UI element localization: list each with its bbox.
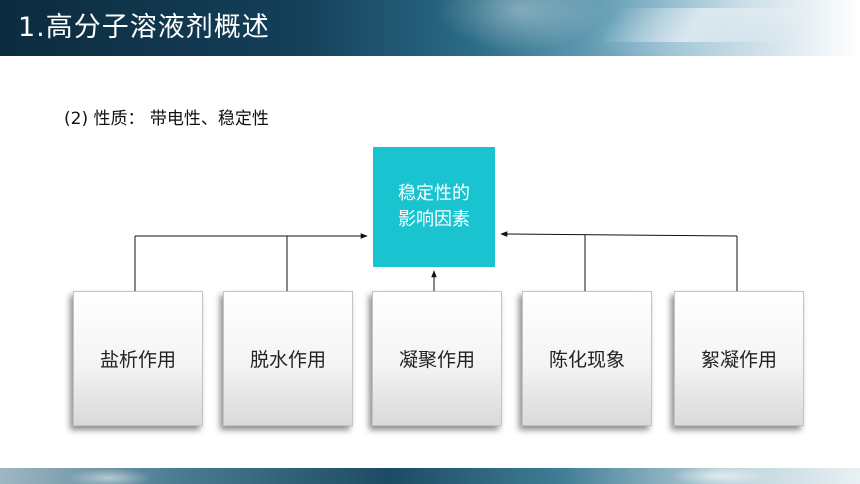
factor-coagulation: 凝聚作用 xyxy=(372,291,502,426)
stability-factors-box: 稳定性的 影响因素 xyxy=(373,147,495,267)
factor-dehydration: 脱水作用 xyxy=(223,291,353,426)
center-box-line1: 稳定性的 xyxy=(398,183,470,204)
factor-label: 脱水作用 xyxy=(249,349,326,371)
connector-right-top xyxy=(500,231,738,237)
factor-label: 陈化现象 xyxy=(548,349,625,371)
footer-strip xyxy=(0,468,860,484)
center-box-line2: 影响因素 xyxy=(398,209,470,230)
factor-salting-out: 盐析作用 xyxy=(73,291,203,426)
properties-subtitle: (2) 性质： 带电性、稳定性 xyxy=(64,109,269,129)
factor-flocculation: 絮凝作用 xyxy=(674,291,804,426)
factor-label: 凝聚作用 xyxy=(398,349,475,371)
factor-aging: 陈化现象 xyxy=(522,291,652,426)
factor-label: 絮凝作用 xyxy=(700,349,777,371)
header-banner: 1.高分子溶液剂概述 xyxy=(0,0,860,56)
slide-title: 1.高分子溶液剂概述 xyxy=(18,12,270,43)
factor-label: 盐析作用 xyxy=(99,349,176,371)
